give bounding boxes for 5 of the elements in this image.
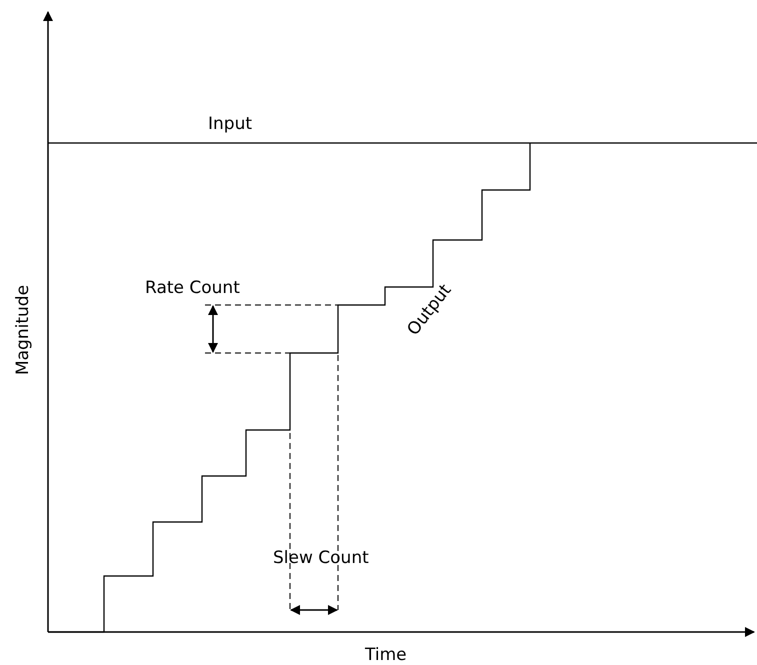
dimension-label: Slew Count <box>273 548 369 568</box>
series-label: Input <box>208 114 252 134</box>
axis-label: Time <box>365 645 407 665</box>
dimension-label: Rate Count <box>145 278 240 298</box>
axis-label: Magnitude <box>13 284 34 376</box>
